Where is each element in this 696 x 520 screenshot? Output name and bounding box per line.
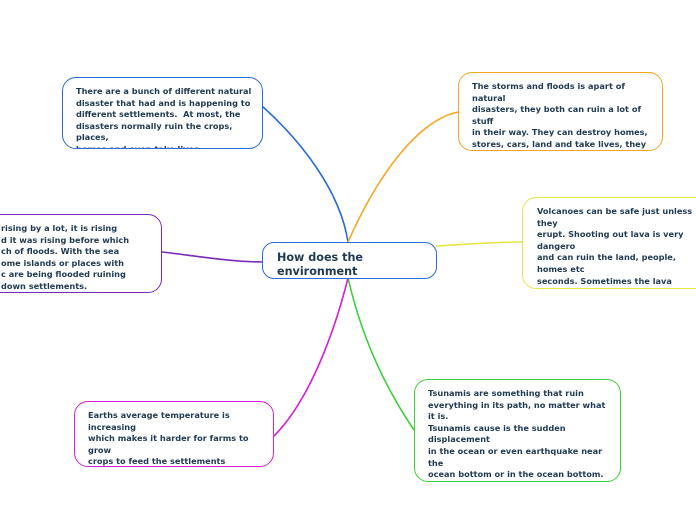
topic-temperature[interactable]: Earths average temperature is increasing…	[74, 401, 274, 467]
topic-tsunamis-text: Tsunamis are something that ruin everyth…	[428, 388, 606, 481]
topic-sea-level[interactable]: rising by a lot, it is rising d it was r…	[0, 214, 162, 293]
central-topic[interactable]: How does the environment affect settleme…	[262, 242, 437, 279]
connector-storms-floods	[347, 111, 459, 243]
connector-temperature	[273, 277, 349, 437]
topic-tsunamis[interactable]: Tsunamis are something that ruin everyth…	[414, 379, 621, 482]
topic-volcanoes-text: Volcanoes can be safe just unless they e…	[537, 206, 693, 288]
topic-natural-disasters-text: There are a bunch of different natural d…	[76, 86, 252, 149]
connector-natural-disasters	[261, 105, 349, 243]
topic-storms-floods[interactable]: The storms and floods is apart of natura…	[458, 72, 663, 151]
topic-temperature-text: Earths average temperature is increasing…	[88, 410, 249, 467]
topic-storms-floods-text: The storms and floods is apart of natura…	[472, 81, 648, 149]
topic-natural-disasters[interactable]: There are a bunch of different natural d…	[62, 77, 263, 149]
central-topic-text: How does the environment affect settleme…	[277, 251, 364, 278]
topic-volcanoes[interactable]: Volcanoes can be safe just unless they e…	[522, 197, 696, 289]
topic-sea-level-text: rising by a lot, it is rising d it was r…	[1, 223, 130, 291]
connector-sea-level	[161, 251, 264, 263]
connector-volcanoes	[435, 241, 523, 247]
connector-tsunamis	[347, 277, 415, 431]
